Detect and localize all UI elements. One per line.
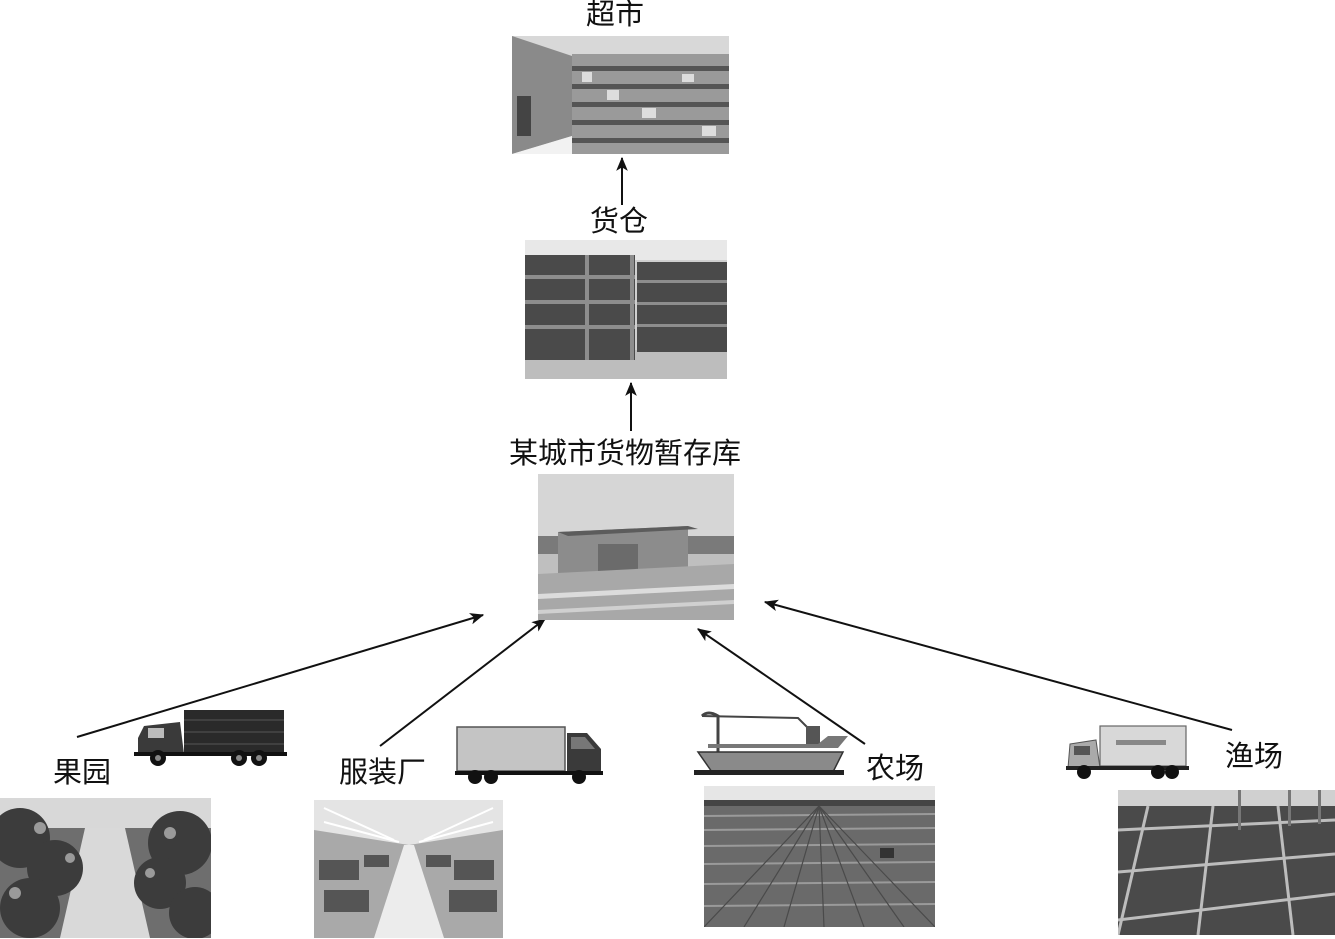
warehouse-racks-photo — [525, 240, 727, 379]
cargo-ship-icon — [688, 708, 853, 784]
factory-floor-photo — [314, 800, 503, 938]
supermarket-label: 超市 — [586, 0, 644, 29]
fish-ponds-photo — [1118, 790, 1335, 935]
orchard-path-photo — [0, 798, 211, 938]
warehouse-label: 货仓 — [590, 207, 648, 236]
fishery-label: 渔场 — [1225, 742, 1283, 771]
storage-building-photo — [538, 474, 734, 620]
depot-label: 某城市货物暂存库 — [509, 439, 741, 468]
supermarket-shelves-photo — [512, 36, 729, 154]
semi-truck-icon — [455, 725, 603, 785]
garment-factory-label: 服装厂 — [339, 758, 426, 787]
box-truck-icon — [134, 708, 287, 768]
orchard-label: 果园 — [53, 758, 111, 787]
crop-field-photo — [704, 786, 935, 927]
delivery-truck-icon — [1066, 724, 1189, 782]
farm-label: 农场 — [866, 754, 924, 783]
